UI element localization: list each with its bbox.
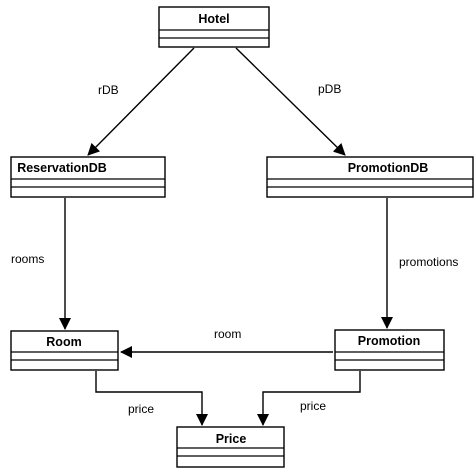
association-reservationdb-room: rooms: [11, 198, 71, 330]
association-label-rooms: rooms: [11, 252, 44, 266]
class-name-price: Price: [216, 432, 247, 446]
class-name-promotiondb: PromotionDB: [348, 161, 429, 175]
class-box-room: Room: [10, 330, 119, 371]
association-label-price-promotion: price: [300, 399, 326, 413]
class-box-promotiondb: PromotionDB: [266, 156, 474, 198]
association-promotion-price: price: [257, 371, 361, 426]
association-room-price: price: [95, 371, 208, 426]
class-name-room: Room: [46, 335, 81, 349]
class-box-reservationdb: ReservationDB: [10, 156, 166, 198]
association-label-room: room: [214, 327, 241, 341]
association-promotiondb-promotion: promotions: [381, 198, 458, 329]
association-promotion-room: room: [120, 327, 333, 358]
class-box-hotel: Hotel: [158, 6, 270, 48]
association-label-rdb: rDB: [98, 83, 119, 97]
class-box-price: Price: [176, 426, 285, 468]
association-hotel-reservationdb: rDB: [87, 47, 195, 156]
association-hotel-promotiondb: pDB: [235, 47, 346, 156]
class-name-hotel: Hotel: [198, 12, 229, 26]
association-label-pdb: pDB: [318, 82, 341, 96]
class-name-reservationdb: ReservationDB: [17, 161, 107, 175]
class-name-promotion: Promotion: [358, 334, 421, 348]
class-box-promotion: Promotion: [334, 329, 445, 371]
association-label-price-room: price: [128, 402, 154, 416]
association-label-promotions: promotions: [399, 255, 458, 269]
